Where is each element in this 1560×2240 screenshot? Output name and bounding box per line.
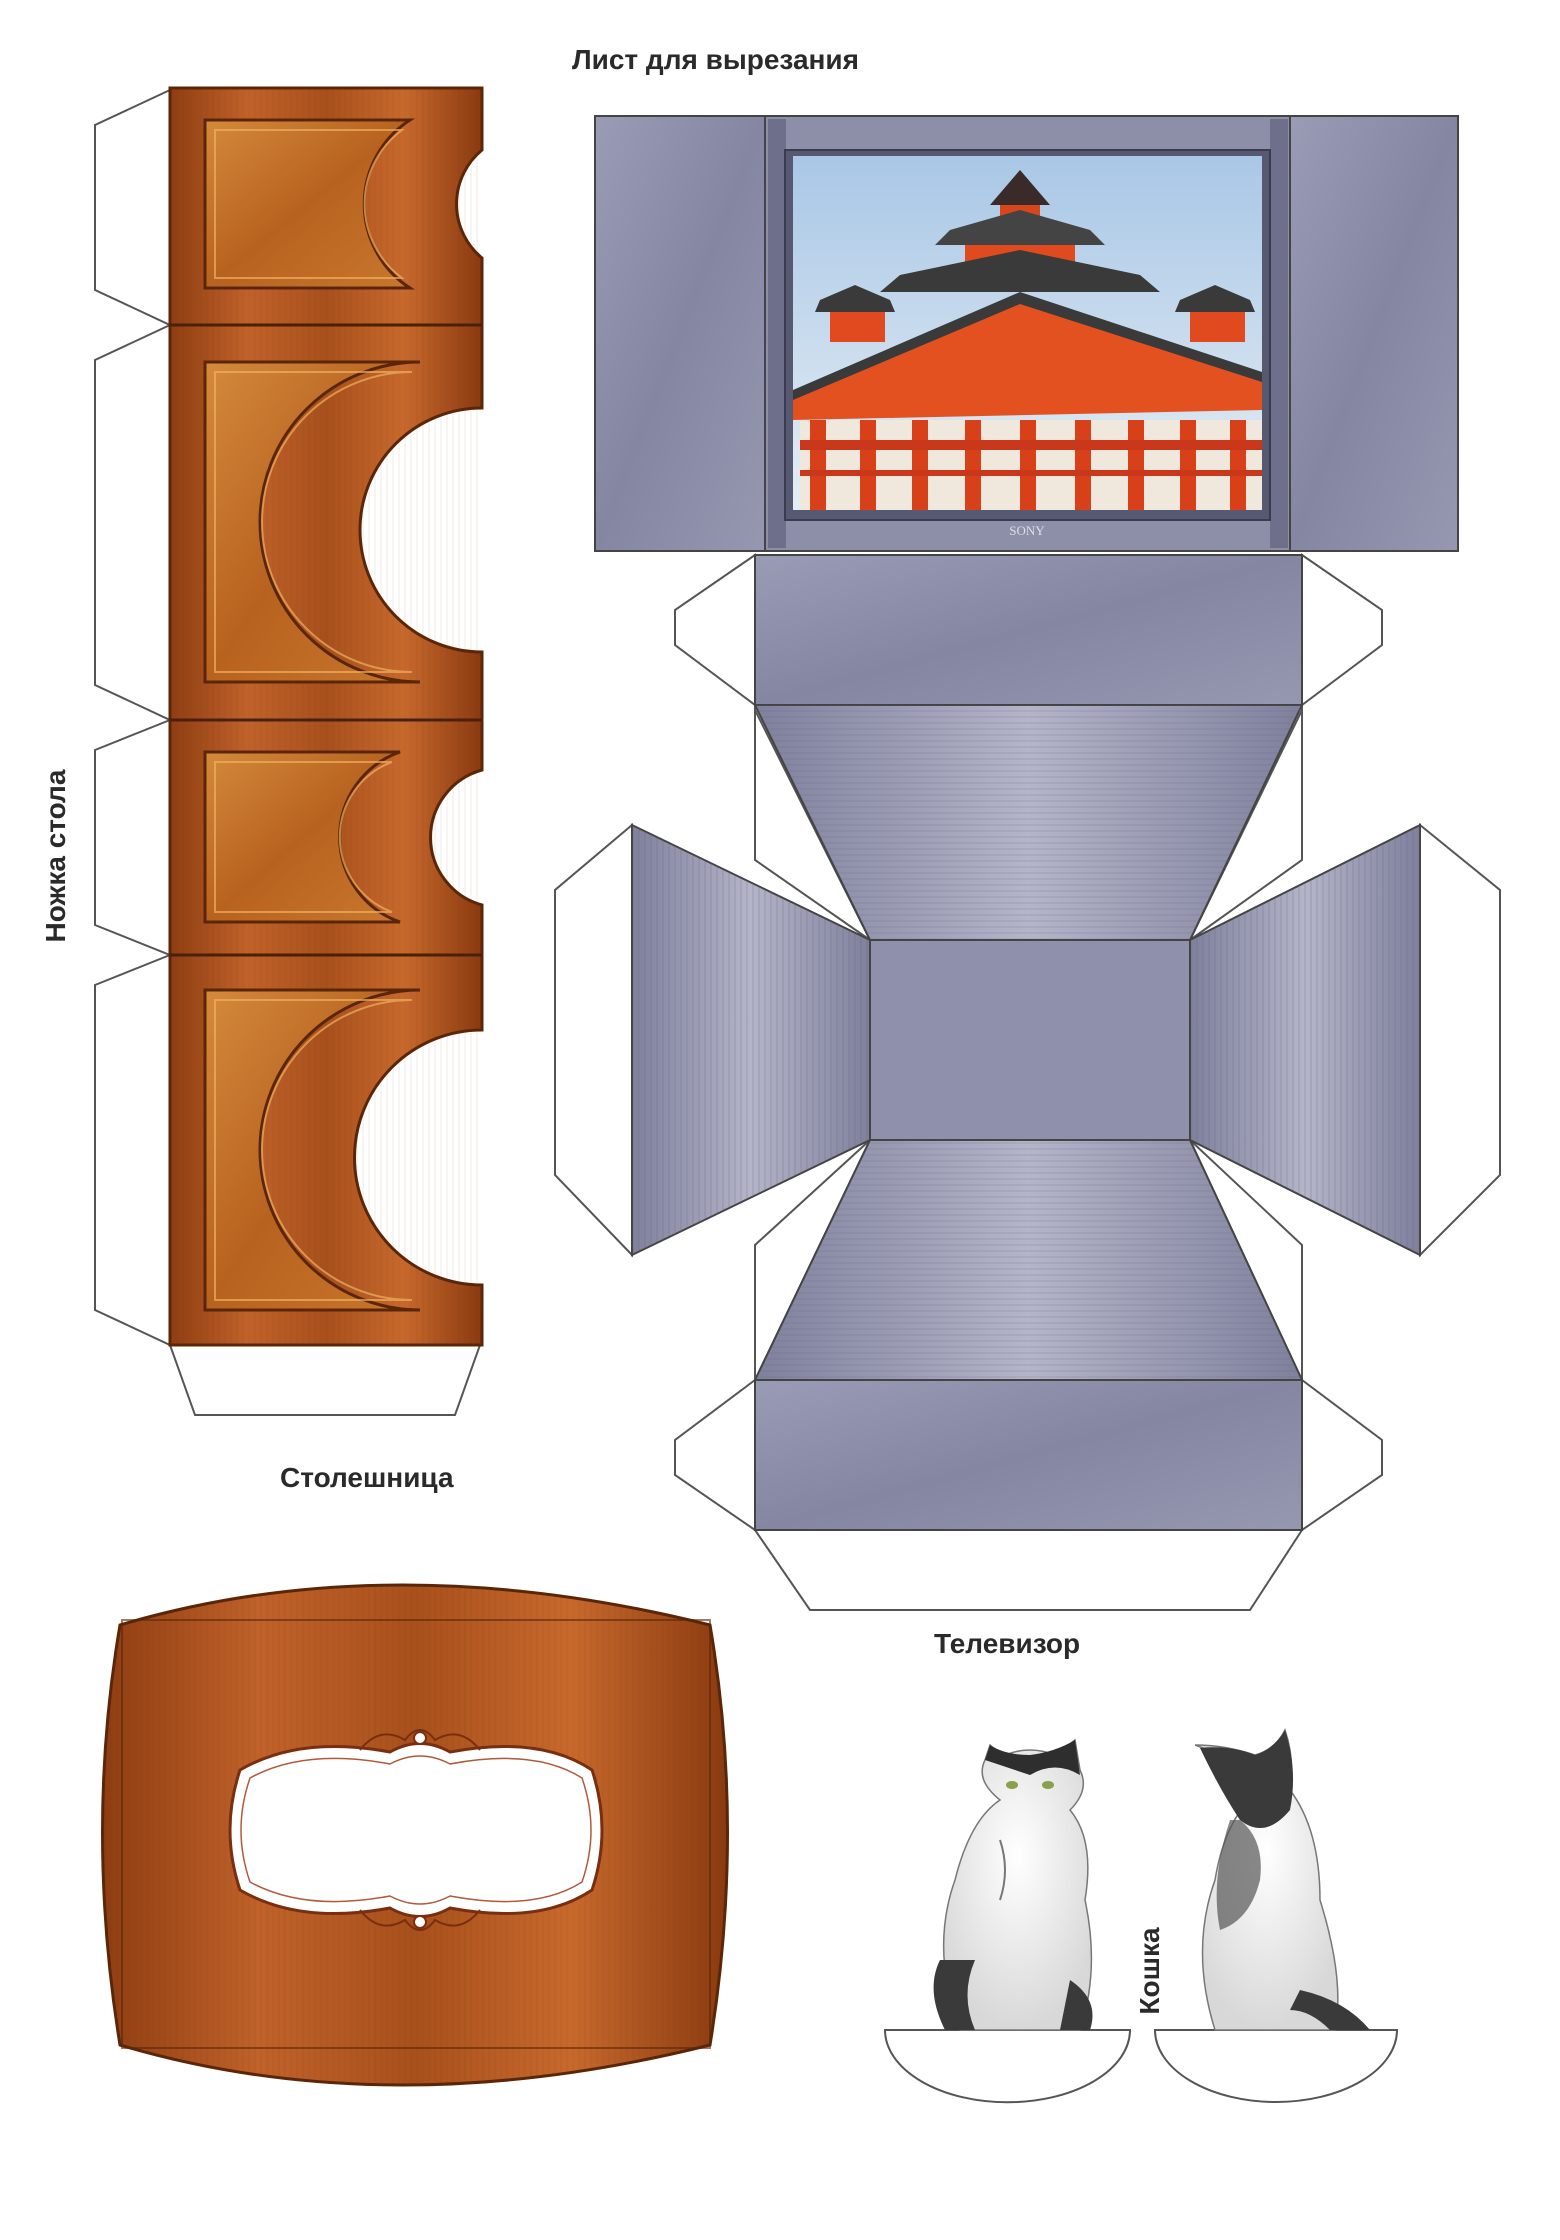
tv-glue-tab [674, 1378, 756, 1532]
table-leg-cutout [94, 86, 484, 1416]
tv-glue-tab [674, 553, 756, 707]
leg-glue-tab [94, 953, 171, 1347]
tv-bottom-panel [754, 1379, 1303, 1531]
tv-glue-tab [753, 1529, 1304, 1611]
leg-panel [203, 360, 421, 684]
sheet-title: Лист для вырезания [572, 44, 859, 75]
tv-glue-tab [1301, 553, 1383, 707]
table-leg-label: Ножка стола [40, 769, 71, 943]
ornament-flourish [359, 1909, 481, 1931]
tv-label: Телевизор [934, 1628, 1081, 1659]
leg-glue-tab [168, 1344, 482, 1416]
leg-glue-tab [94, 88, 171, 327]
tv-screen-picture [793, 156, 1262, 510]
tv-glue-tab [554, 822, 633, 1258]
leg-panel [203, 988, 421, 1312]
cat-label: Кошка [1134, 1927, 1165, 2015]
ornament-flourish [359, 1729, 481, 1751]
tv-back-panel [869, 939, 1191, 1141]
leg-glue-tab [94, 323, 171, 722]
cat-back-view [1194, 1728, 1370, 2031]
cat-front-view [933, 1738, 1093, 2031]
cat-base-tab [883, 2029, 1132, 2104]
tv-top-panel [754, 554, 1303, 706]
tabletop-ornament-cartouche [228, 1742, 604, 1918]
cat-base-tab [1153, 2029, 1399, 2103]
tv-glue-tab [1419, 822, 1501, 1258]
tabletop-label: Столешница [280, 1462, 454, 1493]
cat-cutout [883, 1728, 1399, 2104]
tabletop-cutout [101, 1583, 729, 2087]
tv-glue-tab [1301, 1378, 1383, 1532]
tv-cutout: SONY [554, 115, 1501, 1611]
tv-brand-logo: SONY [1009, 523, 1045, 538]
leg-glue-tab [94, 718, 171, 957]
tv-front-right-panel [1289, 115, 1459, 552]
tv-front-left-panel [594, 115, 766, 552]
